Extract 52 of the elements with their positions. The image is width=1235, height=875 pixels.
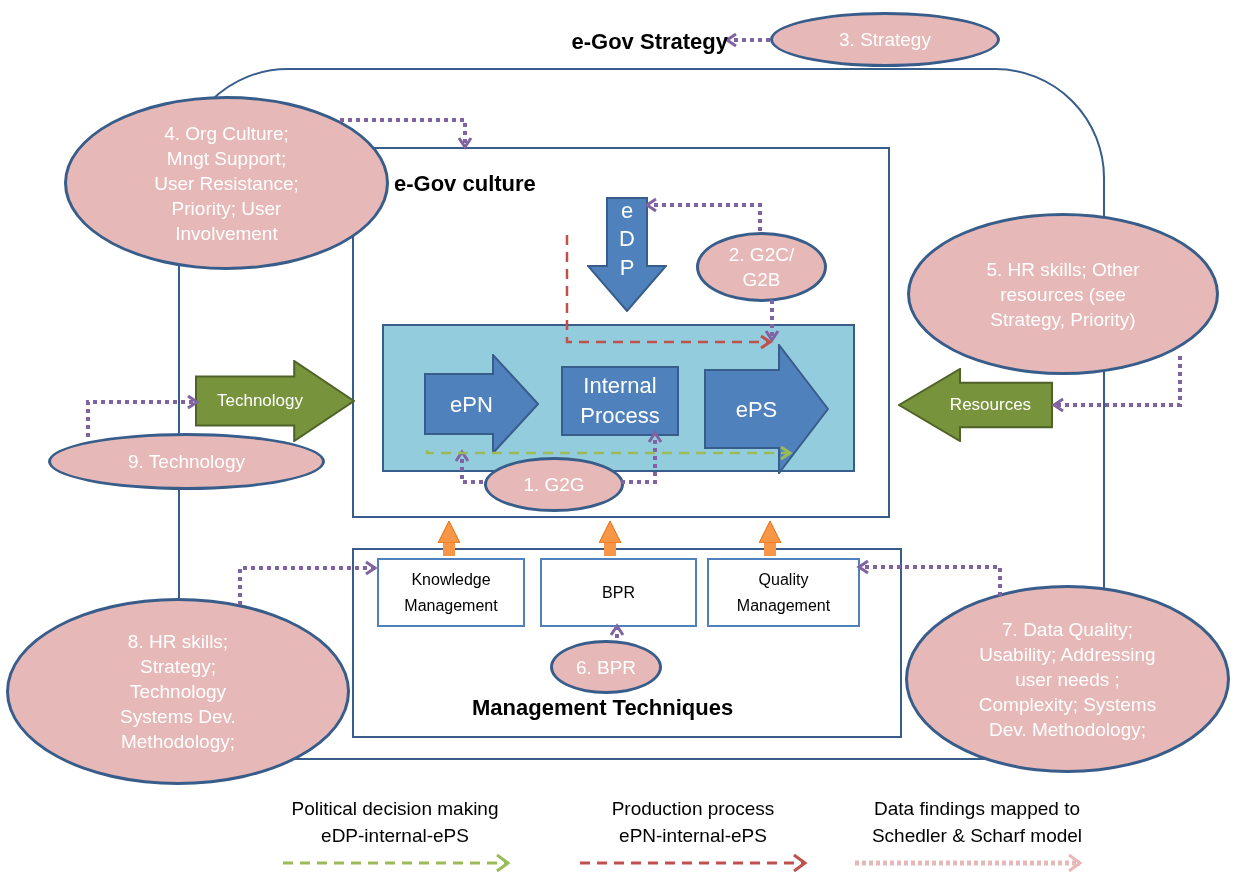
technique-box (377, 558, 525, 627)
technique-label: Quality Management (735, 569, 832, 616)
dotted-arrow (565, 235, 772, 350)
arrow-shaped-box (898, 368, 1053, 442)
arrow-label: Resources (949, 394, 1032, 417)
section-box (352, 147, 890, 518)
callout-text: 3. Strategy (839, 28, 931, 52)
callout-text: 4. Org Culture; Mngt Support; User Resistance; Priority; User Involvement (153, 121, 300, 246)
arrow-shaped-box (704, 344, 829, 474)
section-heading: e-Gov culture (394, 171, 536, 196)
dotted-arrow (764, 300, 780, 342)
block-arrow-connector (758, 520, 782, 556)
arrow-label: Technology (217, 390, 303, 413)
dotted-arrow (425, 445, 792, 461)
block-arrow-connector (437, 520, 461, 556)
technique-box (707, 558, 860, 627)
callout-text: 6. BPR (575, 655, 637, 680)
dotted-arrow (857, 559, 1002, 596)
arrow-label: ePN (450, 390, 493, 419)
dotted-arrow (340, 118, 473, 149)
callout-text: 2. G2C/ G2B (727, 243, 796, 292)
legend-text: Data findings mapped to Schedler & Scharf model (871, 798, 1083, 846)
arrow-label: eDP (618, 196, 636, 282)
process-panel (382, 324, 855, 472)
process-label: Internal Process (579, 372, 661, 430)
technique-box (540, 558, 697, 627)
arrow-shaped-box (195, 360, 355, 442)
dotted-arrow (454, 450, 483, 484)
callout-text: 7. Data Quality; Usability; Addressing user needs ; Complexity; Systems Dev. Methodology; (977, 617, 1158, 742)
dotted-arrow (86, 394, 199, 437)
callout-text: 1. G2G (523, 473, 585, 497)
callout-text: 5. HR skills; Other resources (see Strategy, Priority) (985, 257, 1141, 332)
technique-label: BPR (601, 582, 636, 603)
arrow-shaped-box (424, 354, 539, 454)
frame-heading: e-Gov Strategy (571, 28, 728, 56)
legend-text: Production process ePN-internal-ePS (611, 798, 775, 846)
dotted-arrow (621, 431, 663, 484)
section-heading: Management Techniques (472, 695, 734, 720)
dotted-arrow (1052, 356, 1182, 413)
dotted-arrow (645, 197, 762, 231)
technique-label: Knowledge Management (403, 569, 499, 616)
callout-text: 8. HR skills; Strategy; Technology Systems Dev. Methodology; (119, 630, 237, 754)
arrow-label: ePS (735, 395, 778, 424)
dotted-arrow (609, 624, 625, 638)
process-box (561, 366, 679, 436)
section-box (352, 548, 902, 738)
legend-text: Political decision making eDP-internal-ePS (291, 798, 499, 846)
block-arrow-connector (598, 520, 622, 556)
dotted-arrow (725, 32, 770, 48)
arrow-shaped-box (587, 197, 667, 312)
dotted-arrow (238, 560, 377, 605)
callout-text: 9. Technology (128, 450, 245, 474)
